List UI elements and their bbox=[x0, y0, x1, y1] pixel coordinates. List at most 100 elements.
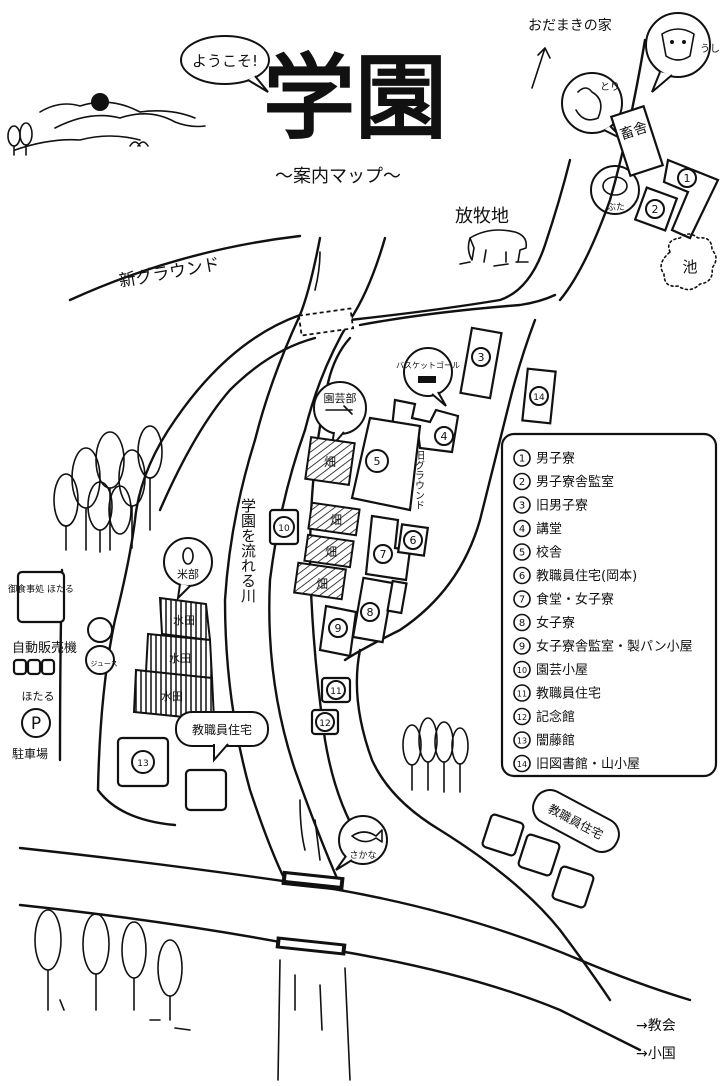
legend-number: 7 bbox=[519, 595, 525, 606]
legend-label: 旧図書館・山小屋 bbox=[536, 757, 640, 772]
field-label-3: 畑 bbox=[325, 545, 337, 559]
legend-label: 講堂 bbox=[536, 521, 562, 537]
svg-text:13: 13 bbox=[137, 759, 148, 769]
marker-7: 7 bbox=[373, 544, 393, 564]
fish-bubble: さかな bbox=[335, 815, 388, 871]
legend-label: 教職員住宅 bbox=[536, 686, 601, 702]
legend-item: 12 記念館 bbox=[513, 707, 575, 726]
legend-label: 男子寮舎監室 bbox=[536, 474, 614, 490]
parking-label: 駐車場 bbox=[12, 746, 48, 761]
legend-item: 13 闇藤館 bbox=[513, 731, 575, 749]
marker-8: 8 bbox=[360, 602, 380, 622]
svg-text:11: 11 bbox=[330, 687, 341, 697]
legend-number: 3 bbox=[519, 501, 525, 512]
map-markers: 1 2 3 4 5 6 7 8 9 10 11 12 13 14 bbox=[131, 168, 697, 774]
odamaki-house-label: おだまきの家 bbox=[528, 17, 612, 34]
road-east bbox=[343, 318, 537, 662]
marker-14: 14 bbox=[529, 386, 549, 406]
marker-11: 11 bbox=[326, 680, 346, 700]
barn-building: 畜舎 bbox=[609, 104, 665, 178]
legend-number: 14 bbox=[517, 760, 527, 769]
pond-label: 池 bbox=[682, 258, 697, 276]
legend-label: 男子寮 bbox=[536, 451, 575, 467]
marker-1: 1 bbox=[677, 168, 697, 188]
legend-number-circle bbox=[513, 566, 531, 585]
marker-6: 6 bbox=[403, 530, 423, 550]
road-center-east bbox=[358, 293, 557, 327]
road-east-lower bbox=[355, 648, 612, 1002]
legend-item: 11 教職員住宅 bbox=[513, 684, 601, 702]
road-south-upper bbox=[18, 846, 692, 1002]
pasture-label: 放牧地 bbox=[455, 206, 509, 227]
legend-number-circle bbox=[513, 707, 531, 726]
vending-machines bbox=[12, 658, 56, 676]
church-direction: →教会 bbox=[636, 1018, 676, 1034]
marker-12: 12 bbox=[315, 712, 335, 732]
legend-number: 11 bbox=[517, 690, 527, 699]
cow-drawing bbox=[459, 229, 529, 267]
shop-hotaru-label: 御食事処 ほたる bbox=[8, 583, 74, 595]
paddy-label-1: 水田 bbox=[173, 614, 195, 627]
hotaru-sign-label: ほたる bbox=[22, 690, 55, 703]
svg-text:14: 14 bbox=[533, 393, 545, 403]
legend-item: 14 旧図書館・山小屋 bbox=[513, 754, 640, 773]
vending-machine-label: 自動販売機 bbox=[12, 640, 77, 656]
legend-number: 13 bbox=[517, 737, 527, 746]
legend-item: 3 旧男子寮 bbox=[513, 496, 588, 514]
legend-number: 12 bbox=[517, 713, 527, 722]
bridge-upper bbox=[281, 870, 345, 892]
pond: 池 bbox=[660, 233, 717, 291]
rice-paddies: 水田 水田 水田 bbox=[132, 596, 216, 722]
gardening-club-bubble: 園芸部 bbox=[313, 381, 367, 450]
svg-text:1: 1 bbox=[684, 172, 691, 185]
road-west-outer bbox=[96, 313, 302, 827]
building-unlabeled-west bbox=[184, 768, 228, 812]
legend-number: 1 bbox=[519, 454, 525, 465]
legend-item: 2 男子寮舎監室 bbox=[513, 472, 614, 491]
road-west-inner bbox=[158, 336, 317, 512]
bridge-lower bbox=[275, 936, 351, 1081]
legend-number: 10 bbox=[517, 666, 527, 675]
staff-housing-bubble-west: 教職員住宅 bbox=[175, 711, 269, 763]
chicken-label: とり bbox=[600, 81, 620, 93]
school-direction: →小国 bbox=[636, 1046, 676, 1062]
svg-text:10: 10 bbox=[278, 524, 290, 534]
juice-label: ジュース bbox=[90, 660, 117, 668]
field-label-4: 畑 bbox=[316, 577, 328, 591]
fish-label: さかな bbox=[349, 850, 376, 861]
legend-label: 女子寮 bbox=[536, 615, 575, 631]
river-label: 学園を流れる川 bbox=[239, 498, 257, 603]
svg-text:12: 12 bbox=[319, 719, 330, 729]
svg-text:3: 3 bbox=[478, 351, 485, 364]
legend-number: 8 bbox=[519, 618, 525, 629]
legend-label: 闇藤館 bbox=[536, 734, 575, 749]
mountain-scenery bbox=[7, 93, 206, 156]
pig-bubble: ぶた bbox=[590, 165, 640, 215]
legend-number-circle bbox=[513, 472, 531, 491]
marker-9: 9 bbox=[328, 618, 348, 638]
marker-10: 10 bbox=[273, 516, 295, 538]
juice-bubble: ジュース bbox=[85, 617, 118, 675]
marker-13: 13 bbox=[131, 750, 155, 774]
svg-text:6: 6 bbox=[410, 534, 417, 547]
legend-number: 5 bbox=[519, 548, 525, 559]
legend-item: 1 男子寮 bbox=[513, 449, 575, 467]
staff-housing-label-west: 教職員住宅 bbox=[192, 722, 252, 737]
small-trees-topleft bbox=[7, 122, 33, 156]
svg-text:4: 4 bbox=[441, 430, 448, 443]
legend-label: 旧男子寮 bbox=[536, 498, 588, 514]
cow-bubble: うし bbox=[645, 12, 720, 93]
page-title: 学園 bbox=[263, 45, 447, 152]
new-ground-edge bbox=[68, 234, 302, 302]
marker-2: 2 bbox=[645, 199, 665, 219]
legend-number-circle bbox=[513, 519, 531, 538]
legend-number-circle bbox=[513, 449, 531, 467]
legend-number: 2 bbox=[519, 477, 525, 488]
legend-label: 記念館 bbox=[536, 709, 575, 725]
field-label-1: 畑 bbox=[324, 455, 336, 469]
